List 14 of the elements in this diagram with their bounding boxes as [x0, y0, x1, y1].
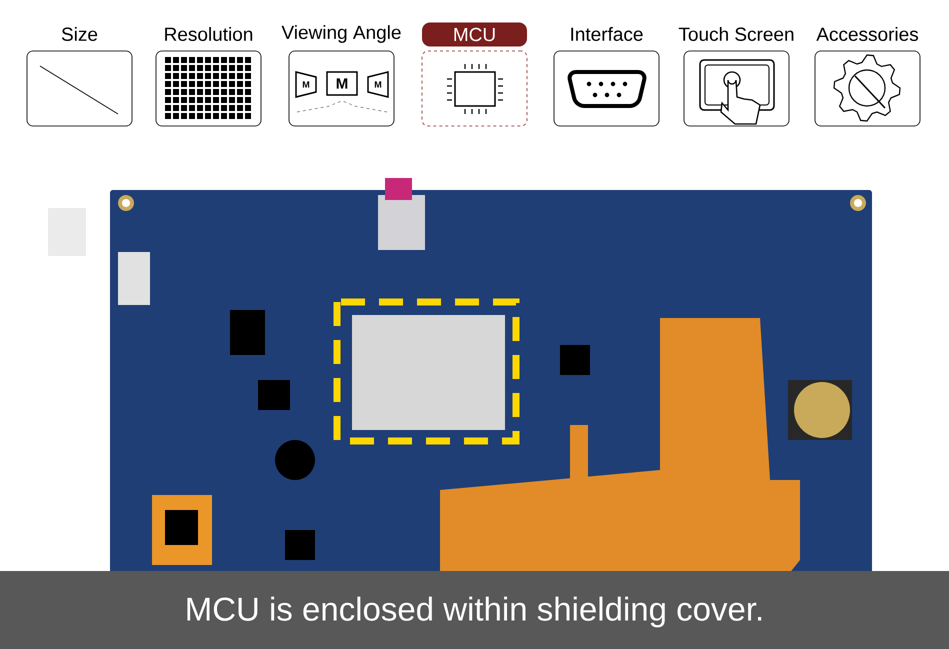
feature-box: Size [26, 27, 132, 126]
node-label: Accessories [816, 27, 918, 41]
feature-box: Accessories [814, 27, 920, 126]
node-label: Touch Screen [678, 27, 794, 41]
node-label: MCU [454, 28, 495, 42]
feature-box: Resolution [156, 27, 262, 126]
node-label: Viewing Angle [282, 25, 401, 43]
feature-box: Touch Screen [678, 27, 794, 126]
caption-band: MCU is enclosed within shielding cover. [0, 571, 949, 649]
feature-box: Interface [554, 27, 660, 126]
feature-box: MCU [422, 22, 528, 126]
node-label: Interface [571, 27, 643, 41]
node-label: Resolution [165, 27, 252, 41]
node-label: Size [62, 27, 98, 41]
